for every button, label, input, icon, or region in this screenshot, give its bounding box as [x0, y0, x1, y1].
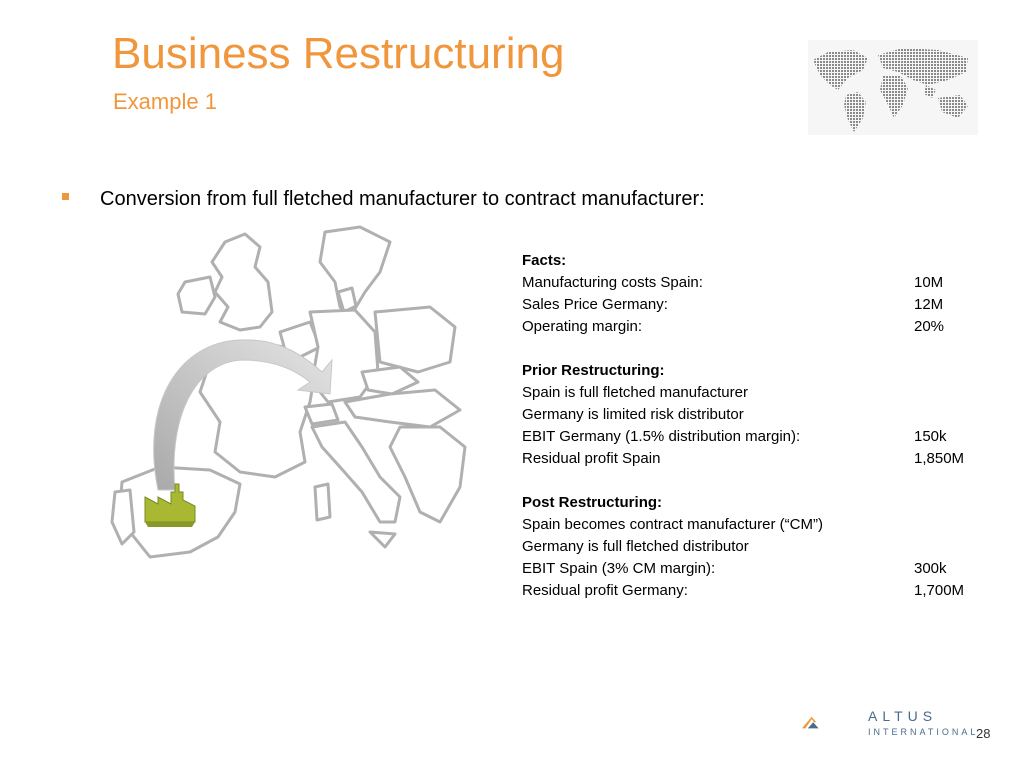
post-restructuring-heading: Post Restructuring:	[522, 494, 663, 511]
post-row: Germany is full fletched distributor	[522, 538, 749, 555]
page-number: 28	[976, 726, 991, 741]
prior-restructuring-heading: Prior Restructuring:	[522, 362, 665, 379]
facts-row: Sales Price Germany:12M	[522, 296, 944, 313]
slide-subtitle: Example 1	[113, 89, 217, 114]
facts-row: Operating margin:20%	[522, 318, 945, 335]
facts-row: Manufacturing costs Spain:10M	[522, 274, 944, 291]
facts-heading: Facts:	[522, 252, 567, 269]
logo-tagline: INTERNATIONAL	[868, 727, 979, 737]
bullet-square-icon	[62, 193, 69, 200]
factory-icon	[144, 483, 196, 527]
prior-row: EBIT Germany (1.5% distribution margin):…	[522, 428, 947, 445]
altus-logo-icon	[801, 716, 819, 729]
post-row: Spain becomes contract manufacturer (“CM…	[522, 516, 823, 533]
post-row: Residual profit Germany:1,700M	[522, 582, 965, 599]
facts-panel: Facts: Manufacturing costs Spain:10M Sal…	[522, 250, 992, 602]
prior-row: Spain is full fletched manufacturer	[522, 384, 748, 401]
world-map-image	[808, 40, 978, 135]
post-row: EBIT Spain (3% CM margin):300k	[522, 560, 947, 577]
logo-name: ALTUS	[868, 708, 938, 724]
prior-row: Germany is limited risk distributor	[522, 406, 744, 423]
bullet-text: Conversion from full fletched manufactur…	[100, 188, 705, 210]
europe-map-image	[110, 225, 467, 559]
slide-title: Business Restructuring	[112, 29, 565, 78]
